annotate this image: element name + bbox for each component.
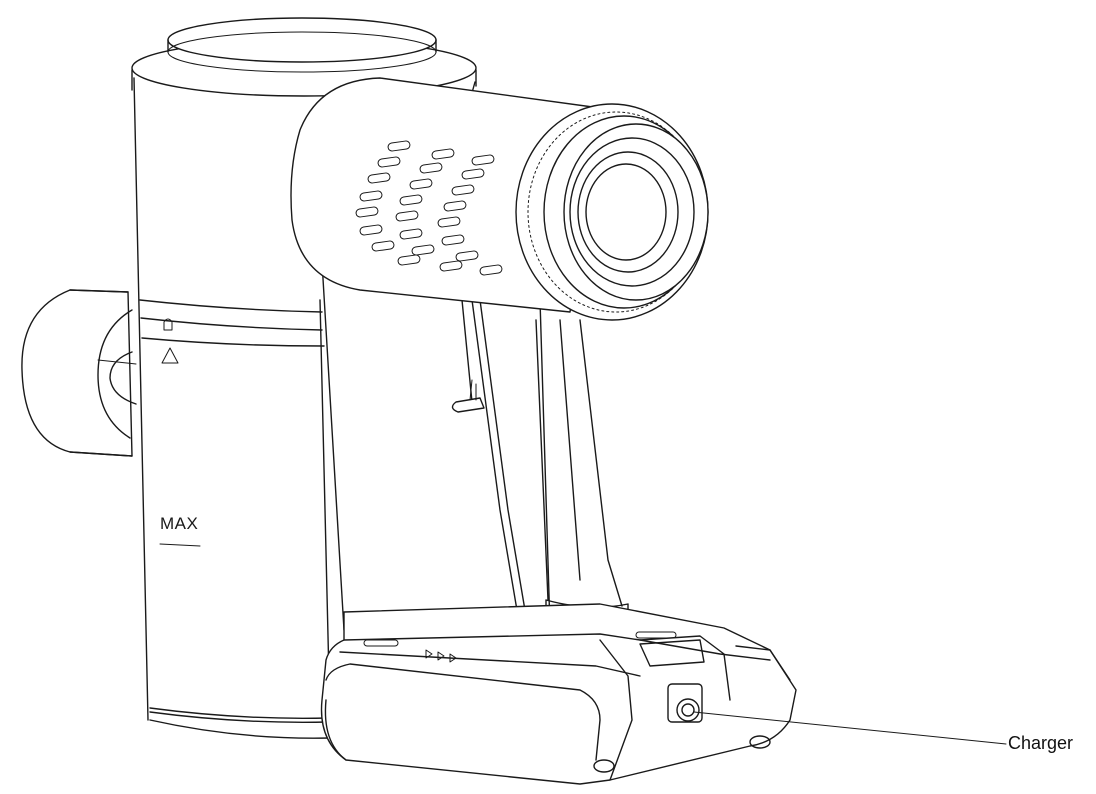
charger-leader-line <box>693 711 1007 745</box>
power-button <box>363 639 399 647</box>
charger-port <box>676 698 700 722</box>
triangle-icon <box>161 347 179 364</box>
side-attachment-disc <box>21 289 137 457</box>
max-level-line <box>159 543 201 547</box>
attachment-cylinder <box>131 17 477 739</box>
max-level-marking: MAX <box>160 514 199 533</box>
battery-base <box>320 603 797 785</box>
trigger <box>451 397 485 413</box>
charger-callout-label: Charger <box>1008 733 1074 753</box>
head-barrel <box>290 77 709 321</box>
lock-icon <box>163 318 173 331</box>
vent-slots <box>355 140 503 276</box>
speed-indicator-icon <box>425 649 457 663</box>
cylinder-cap-top <box>167 17 437 63</box>
cylinder-left-edge <box>133 77 149 721</box>
output-head <box>563 123 709 301</box>
handle <box>321 261 629 631</box>
